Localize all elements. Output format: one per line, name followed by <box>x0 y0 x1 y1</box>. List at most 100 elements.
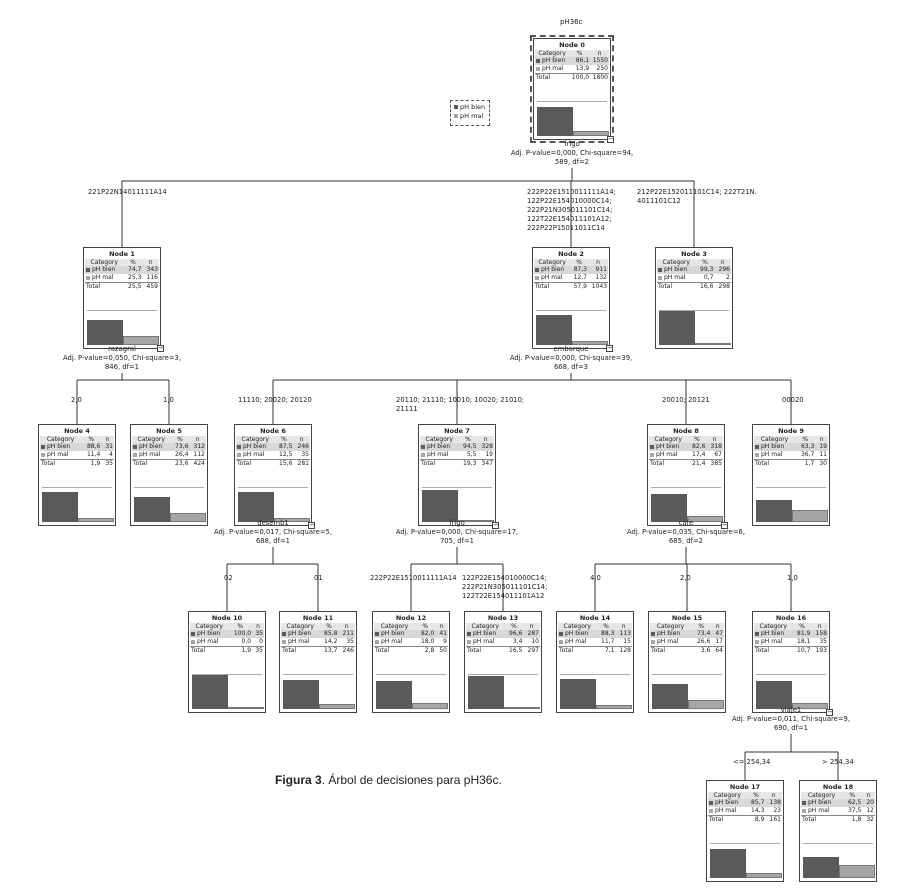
bar-pH-mal <box>596 705 632 709</box>
branch-label: <= 254,34 <box>733 758 771 766</box>
branch-label: > 254,34 <box>822 758 854 766</box>
node-bar-chart <box>42 487 114 522</box>
collapse-toggle[interactable]: − <box>607 135 614 143</box>
bar-pH-bien <box>710 849 746 878</box>
branch-label: 122P22E154010000C14;222P21N305011101C14;… <box>462 574 548 600</box>
bar-pH-bien <box>756 500 792 522</box>
node-bar-chart <box>536 310 608 345</box>
collapse-toggle[interactable]: − <box>826 708 833 716</box>
node-label: Node 13 <box>487 614 519 622</box>
branch-label: 4,0 <box>590 574 601 582</box>
node-label: Node 15 <box>671 614 703 622</box>
collapse-toggle[interactable]: − <box>606 344 613 352</box>
bar-pH-bien <box>42 492 78 522</box>
node-label: Node 6 <box>260 427 286 435</box>
node-label: Node 2 <box>558 250 584 258</box>
bar-pH-bien <box>756 681 792 709</box>
legend-item-bien: pH bien <box>454 103 489 112</box>
legend: pH bien pH mal <box>450 100 490 126</box>
node-bar-chart <box>560 674 632 709</box>
bar-pH-mal <box>688 700 724 709</box>
node-label: Node 11 <box>302 614 334 622</box>
bar-pH-bien <box>537 107 573 136</box>
collapse-toggle[interactable]: − <box>492 521 499 529</box>
branch-label: 1,0 <box>787 574 798 582</box>
node-bar-chart <box>803 843 875 878</box>
branch-label: 11110; 20020; 20120 <box>238 396 312 404</box>
node-bar-chart <box>651 487 723 522</box>
collapse-toggle[interactable]: − <box>308 521 315 529</box>
collapse-toggle[interactable]: − <box>721 521 728 529</box>
bar-pH-bien <box>422 490 458 522</box>
bar-pH-mal <box>792 510 828 522</box>
branch-label: 222P22E1510011111A14;122P22E154010000C14… <box>527 188 616 232</box>
bar-pH-mal <box>504 707 540 709</box>
node-label: Node 9 <box>778 427 804 435</box>
branch-label: 01 <box>314 574 323 582</box>
node-label: Node 8 <box>673 427 699 435</box>
branch-label: 212P22E152011101C14; 222T21N.4011101C12 <box>637 188 757 205</box>
collapse-toggle[interactable]: − <box>157 344 164 352</box>
branch-label: 02 <box>224 574 233 582</box>
node-label: Node 10 <box>211 614 243 622</box>
bar-pH-mal <box>687 516 723 522</box>
node-label: Node 1 <box>109 250 135 258</box>
